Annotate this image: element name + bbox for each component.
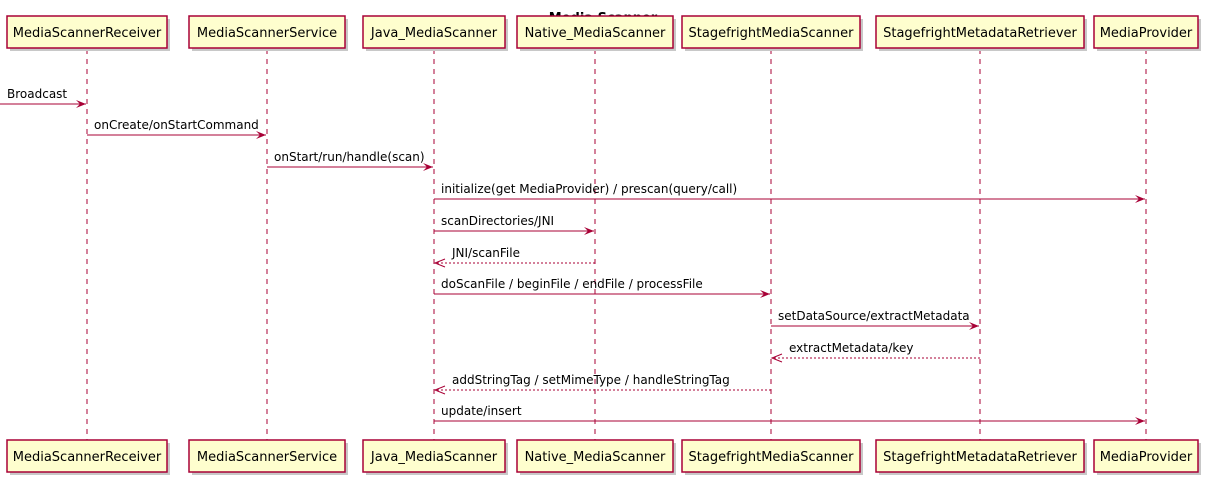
participant-top-5: StagefrightMetadataRetriever	[875, 15, 1087, 51]
participant-top-3: Native_MediaScanner	[516, 15, 676, 51]
message-9: addStringTag / setMimeType / handleStrin…	[433, 373, 771, 395]
participant-label: MediaScannerReceiver	[13, 26, 162, 41]
message-label: setDataSource/extractMetadata	[778, 309, 970, 323]
messages: Broadcast onCreate/onStartCommand onStart/…	[0, 87, 1145, 425]
message-label: onCreate/onStartCommand	[94, 118, 259, 132]
message-0: Broadcast	[0, 87, 86, 108]
participant-box	[1093, 439, 1199, 473]
arrow-head-icon	[76, 100, 86, 108]
arrow-head-icon	[760, 290, 770, 298]
participant-bottom-3: Native_MediaScanner	[516, 439, 676, 475]
arrow-head-open-icon	[770, 353, 783, 363]
arrow-head-icon	[584, 227, 594, 235]
participant-label: Java_MediaScanner	[370, 450, 498, 465]
message-label: scanDirectories/JNI	[441, 214, 554, 228]
participant-top-2: Java_MediaScanner	[362, 15, 508, 51]
participant-box	[6, 439, 168, 473]
participant-label: MediaScannerReceiver	[13, 450, 162, 465]
message-label: extractMetadata/key	[789, 341, 913, 355]
message-label: JNI/scanFile	[451, 246, 520, 260]
participant-bottom-6: MediaProvider	[1093, 439, 1201, 475]
participant-bottom-2: Java_MediaScanner	[362, 439, 508, 475]
participant-label: StagefrightMediaScanner	[689, 26, 855, 41]
participant-label: Native_MediaScanner	[525, 26, 666, 41]
participant-box	[875, 15, 1085, 49]
arrow-head-open-icon	[433, 385, 446, 395]
participant-box	[362, 439, 506, 473]
message-5: JNI/scanFile	[433, 246, 595, 268]
participant-box	[6, 15, 168, 49]
message-8: extractMetadata/key	[770, 341, 980, 363]
participant-label: MediaProvider	[1100, 450, 1193, 465]
participant-box	[188, 15, 346, 49]
participant-box	[681, 15, 861, 49]
arrow-head-icon	[1135, 195, 1145, 203]
participant-label: Java_MediaScanner	[370, 26, 498, 41]
participant-label: StagefrightMetadataRetriever	[883, 450, 1077, 465]
message-label: onStart/run/handle(scan)	[274, 150, 425, 164]
message-6: doScanFile / beginFile / endFile / proce…	[434, 277, 770, 298]
participant-label: Native_MediaScanner	[525, 450, 666, 465]
arrow-head-open-icon	[433, 258, 446, 268]
arrow-head-icon	[1135, 417, 1145, 425]
participant-bottom-4: StagefrightMediaScanner	[681, 439, 863, 475]
message-7: setDataSource/extractMetadata	[771, 309, 979, 330]
participant-boxes: MediaScannerReceiverMediaScannerReceiver…	[6, 15, 1201, 475]
participant-label: StagefrightMediaScanner	[689, 450, 855, 465]
participant-bottom-0: MediaScannerReceiver	[6, 439, 170, 475]
participant-box	[681, 439, 861, 473]
participant-label: StagefrightMetadataRetriever	[883, 26, 1077, 41]
participant-box	[1093, 15, 1199, 49]
participant-box	[188, 439, 346, 473]
participant-label: MediaProvider	[1100, 26, 1193, 41]
participant-label: MediaScannerService	[197, 450, 337, 465]
message-label: addStringTag / setMimeType / handleStrin…	[452, 373, 730, 387]
message-label: doScanFile / beginFile / endFile / proce…	[441, 277, 703, 291]
participant-label: MediaScannerService	[197, 26, 337, 41]
participant-top-6: MediaProvider	[1093, 15, 1201, 51]
message-4: scanDirectories/JNI	[434, 214, 594, 235]
participant-box	[362, 15, 506, 49]
message-1: onCreate/onStartCommand	[87, 118, 266, 139]
participant-box	[516, 439, 674, 473]
participant-top-0: MediaScannerReceiver	[6, 15, 170, 51]
message-label: update/insert	[441, 404, 522, 418]
arrow-head-icon	[423, 163, 433, 171]
participant-box	[875, 439, 1085, 473]
arrow-head-icon	[969, 322, 979, 330]
message-3: initialize(get MediaProvider) / prescan(…	[434, 182, 1145, 203]
message-label: Broadcast	[7, 87, 67, 101]
participant-bottom-1: MediaScannerService	[188, 439, 348, 475]
message-10: update/insert	[434, 404, 1145, 425]
participant-top-4: StagefrightMediaScanner	[681, 15, 863, 51]
participant-bottom-5: StagefrightMetadataRetriever	[875, 439, 1087, 475]
participant-top-1: MediaScannerService	[188, 15, 348, 51]
participant-box	[516, 15, 674, 49]
message-2: onStart/run/handle(scan)	[267, 150, 433, 171]
arrow-head-icon	[256, 131, 266, 139]
message-label: initialize(get MediaProvider) / prescan(…	[441, 182, 737, 196]
